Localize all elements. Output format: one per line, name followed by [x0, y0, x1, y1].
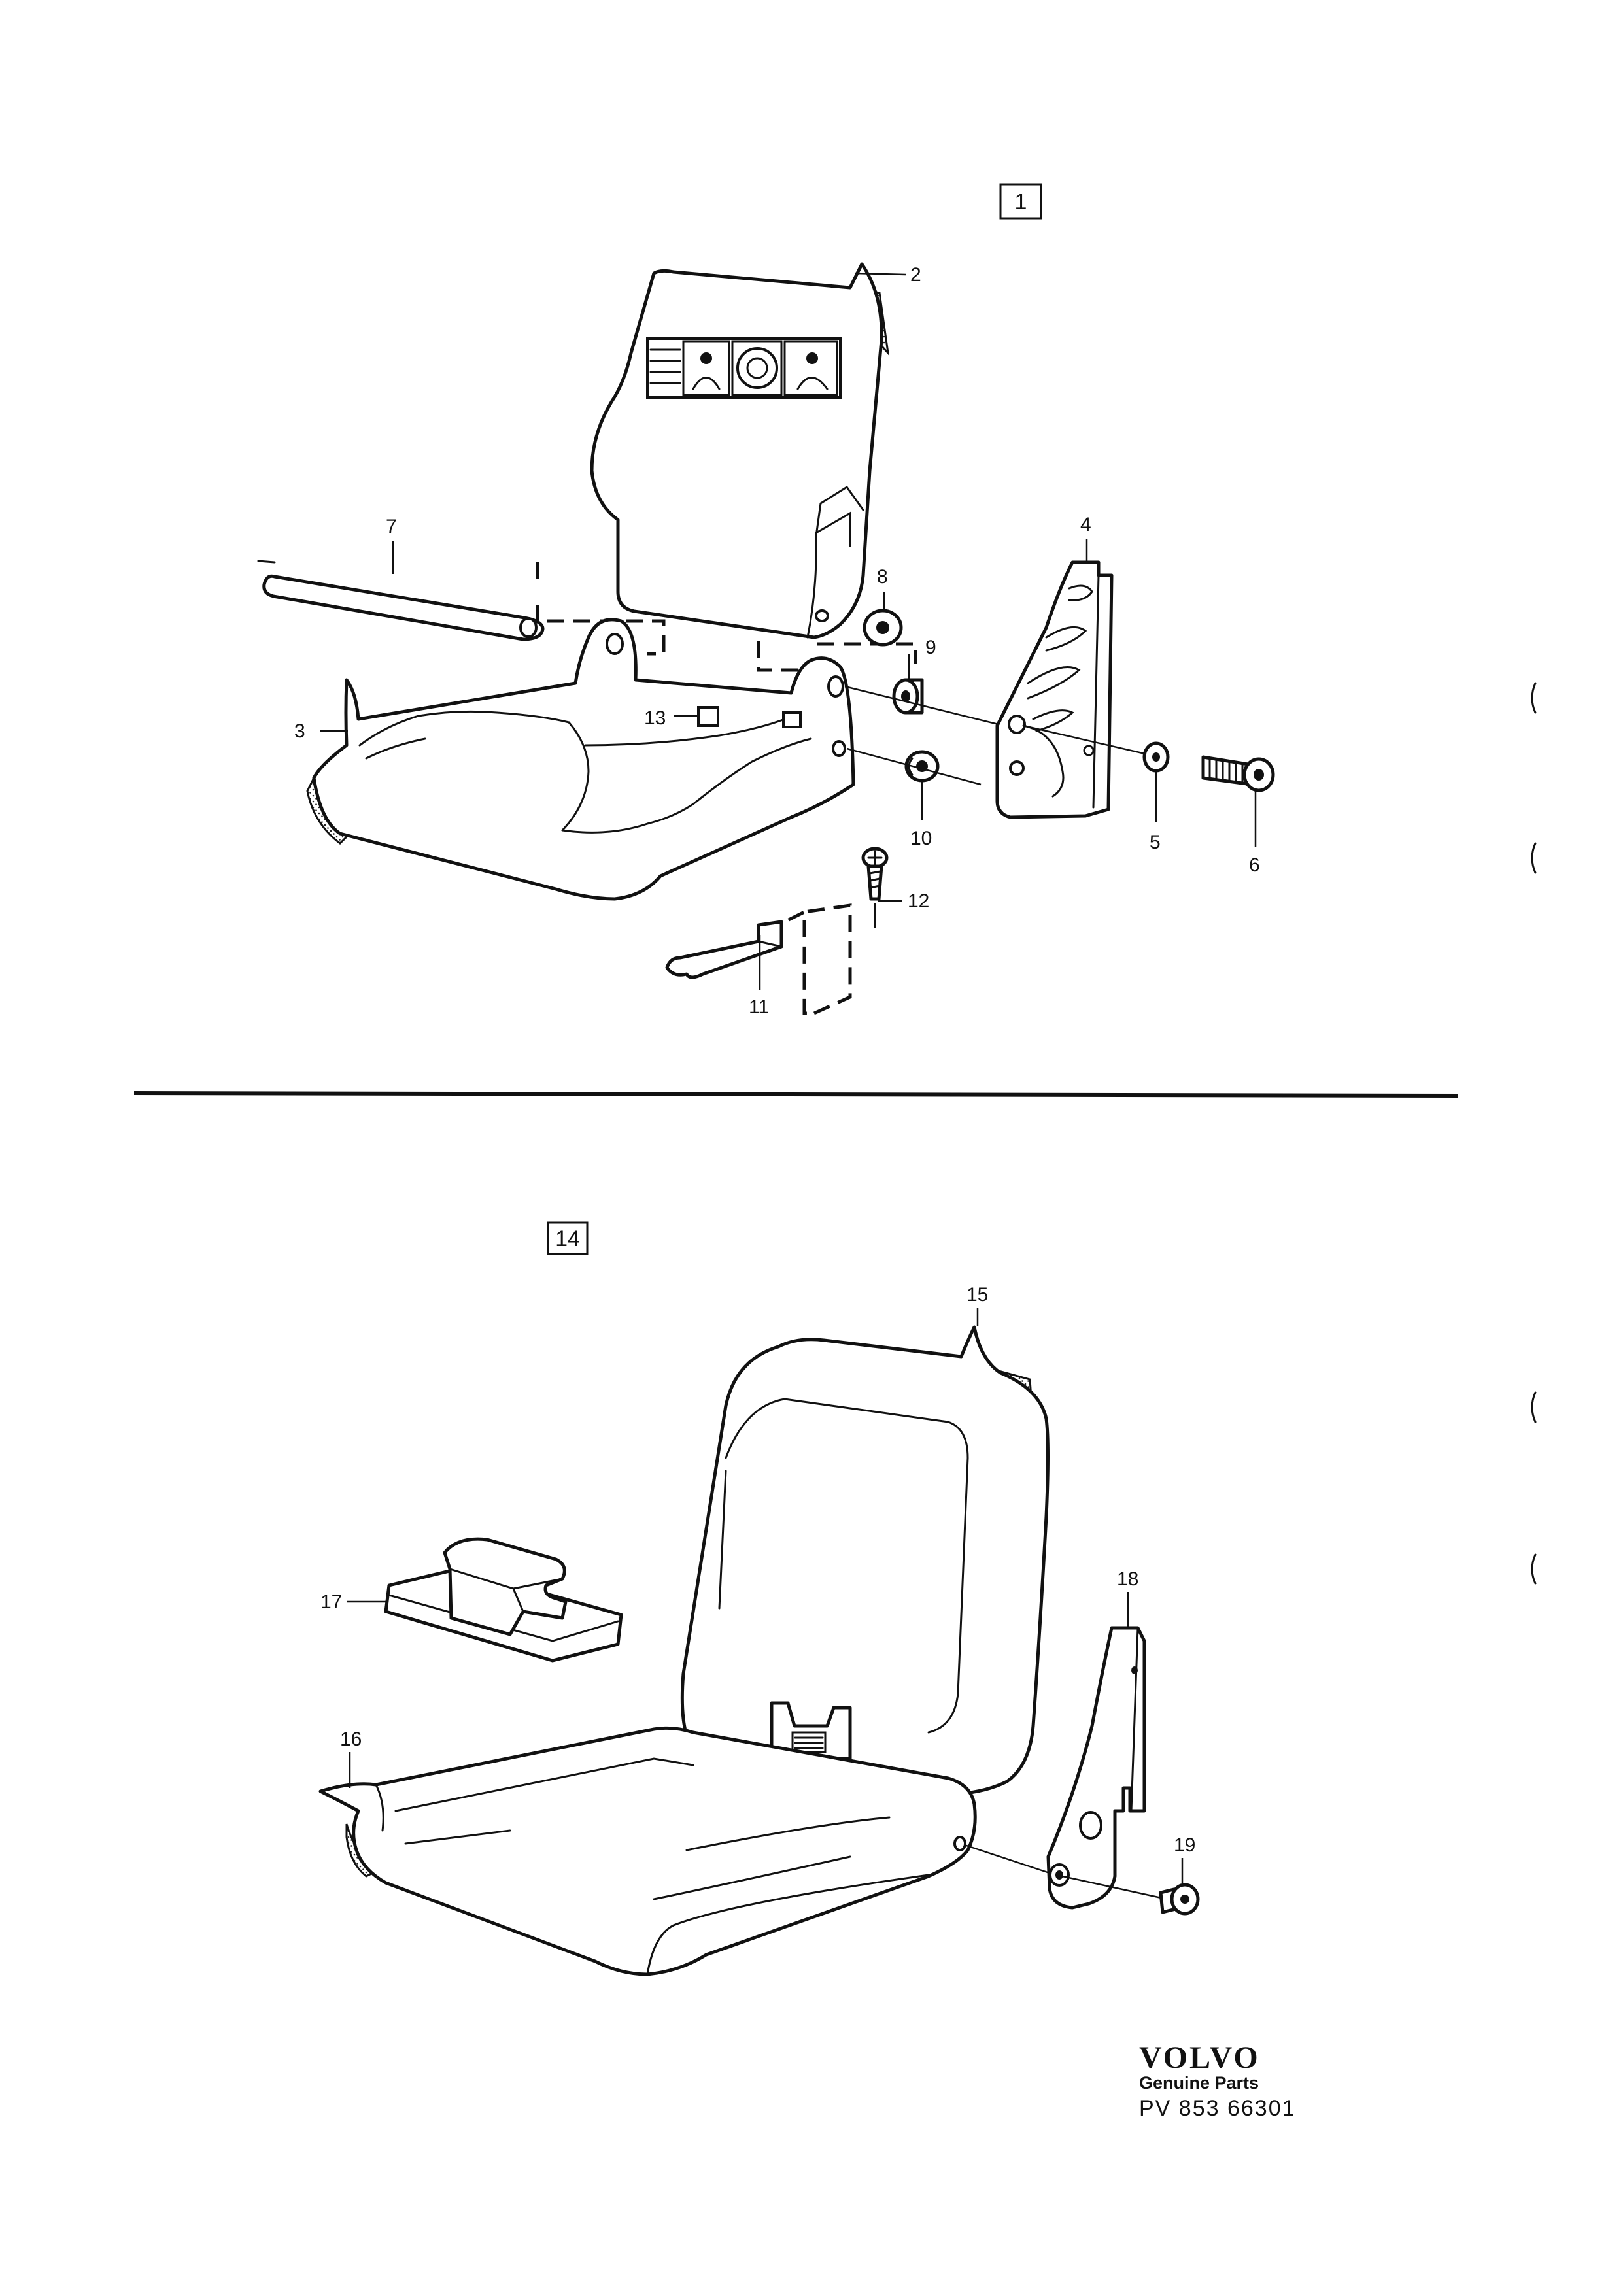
- callout-11: 11: [749, 996, 769, 1018]
- callout-3: 3: [294, 720, 305, 742]
- clip-part-13: [697, 706, 802, 728]
- callout-16: 16: [340, 1729, 362, 1750]
- brand-block: VOLVO Genuine Parts PV 853 66301: [1139, 2040, 1335, 2121]
- callout-6: 6: [1249, 854, 1260, 876]
- callout-2: 2: [910, 264, 921, 286]
- section-1: 1: [257, 183, 1275, 1018]
- brand-subtitle: Genuine Parts: [1139, 2073, 1259, 2093]
- side-bracket-part-18: [1046, 1626, 1146, 1910]
- section-1-box-label: 1: [999, 183, 1042, 220]
- callout-leaders-section-2: [347, 1308, 1184, 1883]
- callout-19: 19: [1174, 1834, 1195, 1856]
- callout-10: 10: [910, 828, 932, 849]
- cover-part-17: [384, 1537, 623, 1663]
- section-2: 14: [318, 1221, 1200, 1976]
- screw-part-12: [861, 847, 889, 928]
- section-divider: [133, 1091, 1459, 1098]
- callout-13: 13: [644, 707, 666, 729]
- backrest-part-15: [680, 1325, 1050, 1797]
- rod-part-7: [257, 560, 545, 641]
- seat-cushion-part-3: [306, 618, 855, 901]
- callout-labels-section-1: 2 3 4 5 6 7 8 9 10 11 12 13: [294, 264, 1260, 1018]
- section-2-box-label: 14: [547, 1221, 589, 1255]
- assembly-line-bracket-18: [964, 1844, 1052, 1875]
- callout-5: 5: [1150, 832, 1161, 853]
- callout-labels-section-2: 15 16 17 18 19: [320, 1284, 1195, 1856]
- spacer-part-9: [892, 678, 924, 715]
- callout-12: 12: [908, 890, 929, 912]
- callout-8: 8: [877, 566, 888, 588]
- svg-text:14: 14: [555, 1226, 580, 1251]
- side-bracket-part-4: [995, 560, 1114, 819]
- washer-part-8: [863, 609, 903, 647]
- seat-cushion-part-16: [318, 1726, 977, 1976]
- lever-part-11: [665, 903, 852, 1015]
- bolt-part-6: [1201, 755, 1275, 792]
- scan-margin-marks: [1531, 682, 1537, 1585]
- assembly-line-lower: [846, 747, 982, 786]
- assembly-line-upper: [844, 685, 1004, 727]
- document-reference: PV 853 66301: [1139, 2096, 1296, 2121]
- brand-logo: VOLVO: [1139, 2040, 1260, 2075]
- callout-leaders-section-1: [320, 272, 1257, 990]
- callout-4: 4: [1080, 514, 1091, 535]
- callout-15: 15: [966, 1284, 988, 1306]
- guide-dashed-box-right: [757, 641, 917, 672]
- callout-18: 18: [1117, 1568, 1138, 1590]
- callout-17: 17: [320, 1591, 342, 1613]
- washer-part-5: [1142, 741, 1170, 773]
- callout-7: 7: [386, 516, 397, 537]
- assembly-line-bolt: [1023, 724, 1152, 756]
- backrest-part-2: [590, 262, 890, 639]
- callout-9: 9: [925, 637, 936, 658]
- svg-text:1: 1: [1015, 190, 1027, 214]
- screw-part-19: [1159, 1883, 1200, 1916]
- guide-dashed-box-left: [536, 562, 666, 656]
- assembly-line-screw-19: [1062, 1875, 1168, 1900]
